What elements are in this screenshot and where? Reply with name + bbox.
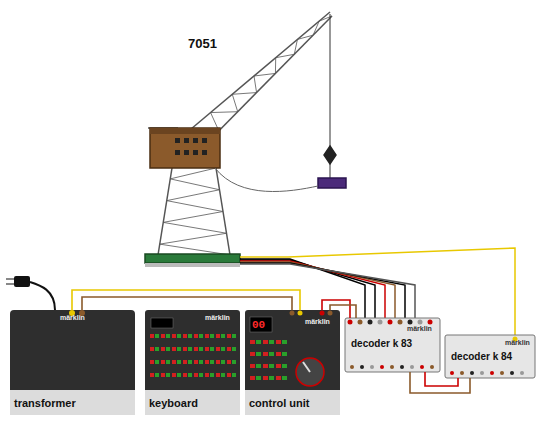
crane [145,12,346,267]
keyboard-body [145,310,240,415]
wire [425,372,458,386]
decoder-bodies [345,318,535,378]
brand-logo: märklin [505,339,530,347]
wire [72,290,300,310]
device-name: control unit [249,397,310,409]
decoder-box: decoder k 83 märklin [345,318,440,372]
decoder-box: decoder k 84 märklin [445,335,535,378]
wire [330,305,356,318]
power-plug [6,276,55,310]
wire [410,372,470,393]
model-number: 7051 [188,36,217,51]
device-name: decoder k 84 [451,351,512,362]
brand-logo: märklin [407,325,432,333]
wire [82,297,292,310]
brand-logo: märklin [205,314,230,322]
digit-display: 00 [252,319,265,331]
device-name: keyboard [149,397,198,409]
control-unit-body [245,310,340,415]
device-name: transformer [14,397,76,409]
wire [322,300,350,318]
device-name: decoder k 83 [351,338,412,349]
keyboard-unit: märklin keyboard [145,310,240,415]
brand-logo: märklin [305,318,330,326]
transformer-unit: märklin transformer [10,310,135,415]
transformer-body [10,310,135,415]
control-unit: märklin 00 control unit [245,310,340,415]
brand-logo: märklin [60,314,85,322]
